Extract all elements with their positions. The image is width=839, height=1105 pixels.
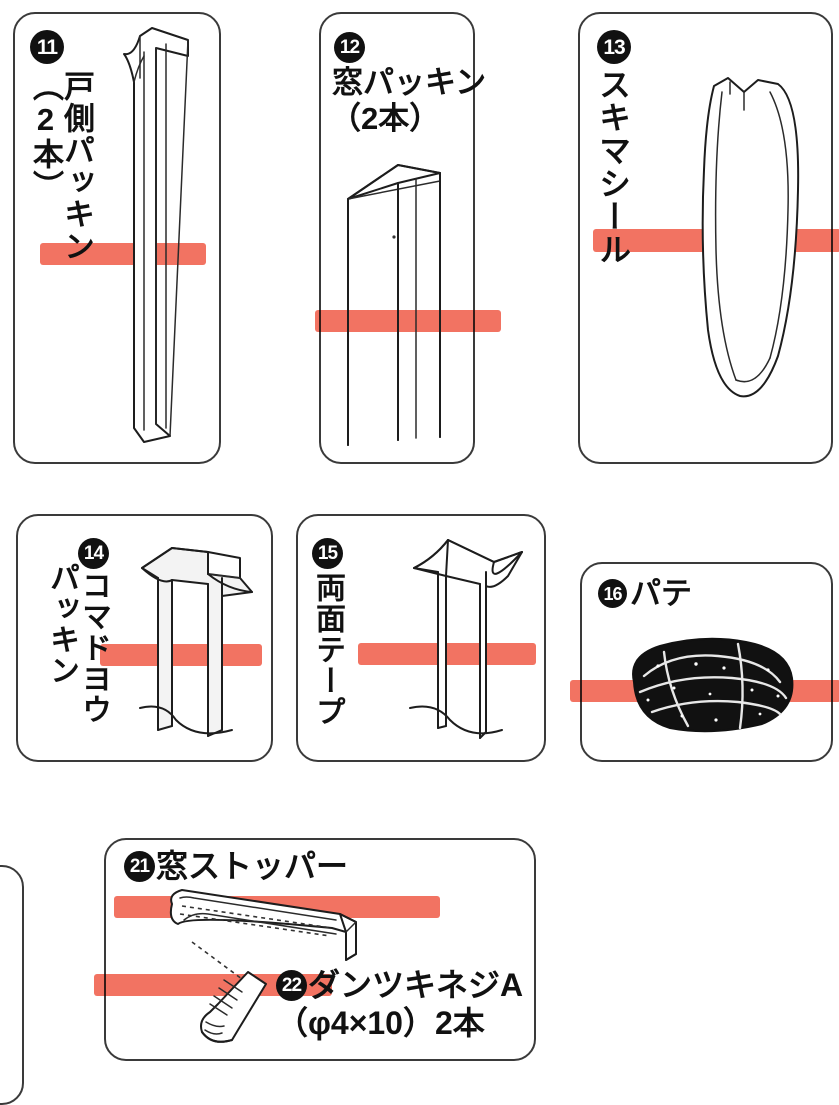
panel-21-highlight-upper: [114, 896, 440, 918]
panel-15-number: 15: [312, 538, 343, 569]
panel-13-number: 13: [597, 30, 631, 64]
panel-12-highlight: [315, 310, 501, 332]
panel-15-label: 両面テープ: [311, 572, 344, 727]
panel-21-number: 21: [124, 851, 155, 882]
panel-14-number: 14: [78, 538, 109, 569]
panel-16-label: パテ: [630, 576, 692, 611]
panel-14-label-col2: パッキン: [45, 562, 78, 686]
panel-12-label-line1: 窓パッキン: [332, 65, 487, 100]
parts-list-sheet: 11 戸側パッキン （2本） 12 窓パッキン （2本）: [0, 12, 839, 1105]
item-22-label-line1: ダンツキネジA: [308, 967, 524, 1003]
panel-13-label: スキマシール: [595, 68, 631, 266]
panel-12-label-line2: （2本）: [330, 101, 441, 136]
panel-11-label: 戸側パッキン （2本）: [28, 70, 94, 262]
item-22-label-line2: （φ4×10）2本: [276, 1005, 485, 1041]
panel-14-highlight: [100, 644, 262, 666]
panel-12-number: 12: [334, 32, 365, 63]
panel-partial-left: [0, 865, 24, 1105]
panel-16-highlight: [570, 680, 839, 702]
panel-11-number: 11: [30, 30, 64, 64]
panel-16-number: 16: [598, 579, 627, 608]
item-22-number: 22: [276, 970, 307, 1001]
panel-14-label-col1: コマドヨウ: [77, 570, 110, 725]
panel-21-label: 窓ストッパー: [156, 848, 349, 884]
panel-15-highlight: [358, 643, 536, 665]
